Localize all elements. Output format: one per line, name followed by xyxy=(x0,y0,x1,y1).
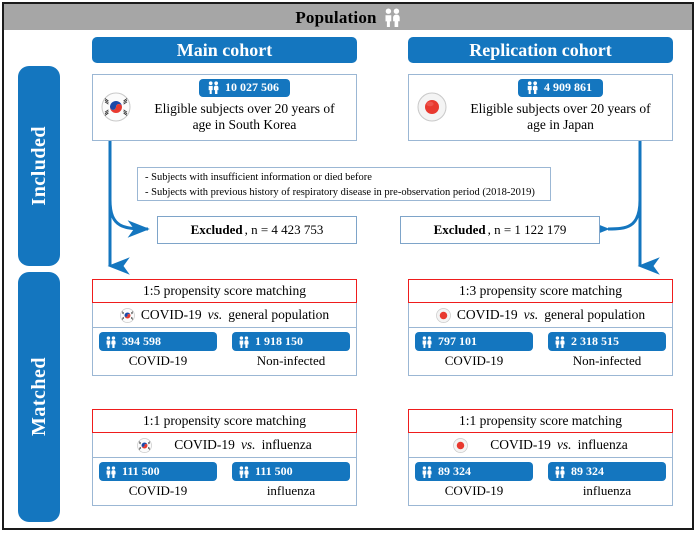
eligible-count-value: 4 909 861 xyxy=(544,80,592,94)
excluded-value: , n = 4 423 753 xyxy=(244,222,324,237)
people-icon xyxy=(238,465,250,478)
people-icon xyxy=(105,335,117,348)
group-badge: 1 918 150 xyxy=(232,332,350,351)
south-korea-flag-icon xyxy=(101,92,131,127)
group-box-replication-2: 89 324 89 324 COVID-19 influenza xyxy=(408,458,673,506)
rail-matched: Matched xyxy=(18,272,60,522)
people-icon xyxy=(238,335,250,348)
rail-included-label: Included xyxy=(27,126,50,206)
eligible-count-badge-main: 10 027 506 xyxy=(199,79,290,97)
eligible-box-replication: 4 909 861 Eligible subjects over 20 year… xyxy=(408,74,673,141)
group-badge: 111 500 xyxy=(99,462,217,481)
group-count: 394 598 xyxy=(122,334,161,348)
south-korea-flag-icon xyxy=(120,307,135,323)
comparison-prefix: COVID-19 xyxy=(140,307,202,322)
group-badge: 797 101 xyxy=(415,332,533,351)
eligible-text-line2: age in Japan xyxy=(527,117,594,133)
excluded-value: , n = 1 122 179 xyxy=(487,222,567,237)
comparison-prefix: COVID-19 xyxy=(456,307,518,322)
group-count: 111 500 xyxy=(255,464,293,478)
comparison-suffix: influenza xyxy=(577,437,628,452)
group-label: Non-infected xyxy=(572,353,642,368)
rail-matched-label: Matched xyxy=(27,357,50,437)
group-badge: 89 324 xyxy=(415,462,533,481)
exclusion-criteria-box: - Subjects with insufficient information… xyxy=(137,167,551,201)
japan-flag-icon xyxy=(417,92,447,127)
group-box-replication-1: 797 101 2 318 515 COVID-19 Non-infected xyxy=(408,328,673,376)
comparison-vs: vs. xyxy=(207,307,223,322)
people-icon xyxy=(421,335,433,348)
eligible-text-line1: Eligible subjects over 20 years of xyxy=(154,101,335,117)
comparison-prefix: COVID-19 xyxy=(174,437,235,452)
excluded-box-main: Excluded, n = 4 423 753 xyxy=(157,216,357,244)
people-icon xyxy=(384,8,401,27)
excluded-label: Excluded xyxy=(190,222,243,237)
group-count: 89 324 xyxy=(571,464,604,478)
group-badge: 394 598 xyxy=(99,332,217,351)
psm-header-replication-2: 1:1 propensity score matching xyxy=(408,409,673,433)
south-korea-flag-icon xyxy=(137,437,153,453)
comparison-prefix: COVID-19 xyxy=(490,437,551,452)
people-icon xyxy=(526,81,539,95)
eligible-text-main: Eligible subjects over 20 years of age i… xyxy=(137,101,352,133)
eligible-text-line1: Eligible subjects over 20 years of xyxy=(470,101,651,117)
population-header: Population xyxy=(4,4,692,30)
group-label: Non-infected xyxy=(256,353,326,368)
group-count: 797 101 xyxy=(438,334,477,348)
eligible-box-main: 10 027 506 Eligible subjects over 20 yea… xyxy=(92,74,357,141)
people-icon xyxy=(554,335,566,348)
criteria-line-2: - Subjects with previous history of resp… xyxy=(145,186,535,198)
comparison-suffix: influenza xyxy=(261,437,312,452)
psm-header-replication-1: 1:3 propensity score matching xyxy=(408,279,673,303)
comparison-row-replication-1: COVID-19 vs. general population xyxy=(408,303,673,328)
eligible-count-badge-replication: 4 909 861 xyxy=(518,79,603,97)
page-title: Population xyxy=(295,7,377,27)
group-label: influenza xyxy=(266,483,316,498)
excluded-box-replication: Excluded, n = 1 122 179 xyxy=(400,216,600,244)
eligible-text-replication: Eligible subjects over 20 years of age i… xyxy=(453,101,668,133)
people-icon xyxy=(554,465,566,478)
group-badge: 111 500 xyxy=(232,462,350,481)
flowchart-frame: Population Included Matched xyxy=(2,2,694,530)
group-count: 89 324 xyxy=(438,464,471,478)
group-count: 2 318 515 xyxy=(571,334,619,348)
group-box-main-1: 394 598 1 918 150 COVID-19 Non-infected xyxy=(92,328,357,376)
comparison-row-replication-2: COVID-19 vs. influenza xyxy=(408,433,673,458)
comparison-vs: vs. xyxy=(240,437,256,452)
eligible-count-value: 10 027 506 xyxy=(225,80,279,94)
comparison-suffix: general population xyxy=(544,307,646,322)
people-icon xyxy=(207,81,220,95)
cohort-title-main: Main cohort xyxy=(92,37,357,63)
group-count: 111 500 xyxy=(122,464,160,478)
group-label: influenza xyxy=(582,483,632,498)
psm-header-main-1: 1:5 propensity score matching xyxy=(92,279,357,303)
comparison-row-main-2: COVID-19 vs. influenza xyxy=(92,433,357,458)
psm-header-main-2: 1:1 propensity score matching xyxy=(92,409,357,433)
cohort-title-replication: Replication cohort xyxy=(408,37,673,63)
group-label: COVID-19 xyxy=(128,353,188,368)
group-label: COVID-19 xyxy=(444,483,504,498)
comparison-row-main-1: COVID-19 vs. general population xyxy=(92,303,357,328)
criteria-line-1: - Subjects with insufficient information… xyxy=(145,172,372,183)
people-icon xyxy=(421,465,433,478)
japan-flag-icon xyxy=(453,437,469,453)
japan-flag-icon xyxy=(436,307,451,323)
comparison-vs: vs. xyxy=(556,437,572,452)
people-icon xyxy=(105,465,117,478)
group-badge: 2 318 515 xyxy=(548,332,666,351)
excluded-label: Excluded xyxy=(433,222,486,237)
comparison-suffix: general population xyxy=(228,307,330,322)
group-box-main-2: 111 500 111 500 COVID-19 influenza xyxy=(92,458,357,506)
group-badge: 89 324 xyxy=(548,462,666,481)
rail-included: Included xyxy=(18,66,60,266)
group-label: COVID-19 xyxy=(128,483,188,498)
group-label: COVID-19 xyxy=(444,353,504,368)
group-count: 1 918 150 xyxy=(255,334,303,348)
eligible-text-line2: age in South Korea xyxy=(192,117,297,133)
comparison-vs: vs. xyxy=(523,307,539,322)
